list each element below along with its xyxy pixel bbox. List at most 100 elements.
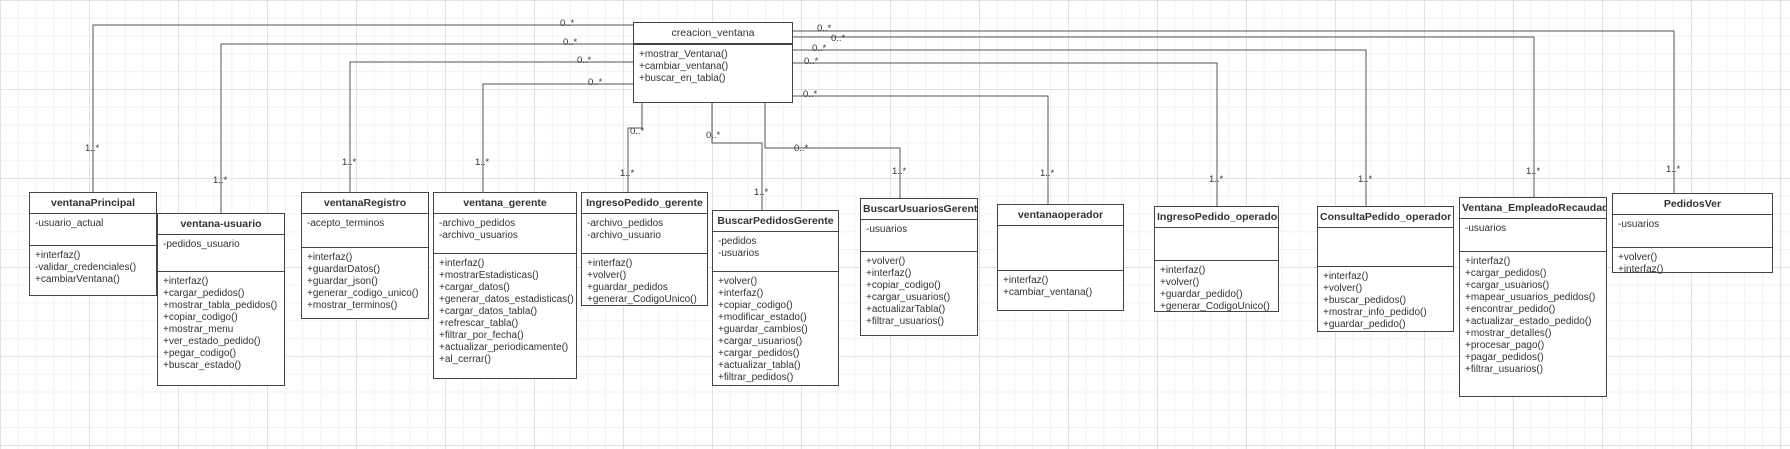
class-pedidos-ver[interactable]: PedidosVer -usuarios +volver() +interfaz… [1612, 193, 1773, 275]
multiplicity-source: 0..* [563, 37, 578, 48]
multiplicity-source: 0..* [630, 126, 645, 137]
operation: +generar_datos_estadisticas() [439, 294, 574, 305]
operation: +cambiar_ventana() [639, 61, 729, 72]
operation: +mostrar_terminos() [307, 300, 398, 311]
attribute: -usuarios [1618, 219, 1660, 230]
operation: +mostrar_detalles() [1465, 328, 1552, 339]
multiplicity-source: 0..* [812, 43, 827, 54]
operation: +volver() [718, 276, 758, 287]
class-ventana-registro[interactable]: ventanaRegistro -acepto_terminos +interf… [301, 192, 429, 319]
operation: +interfaz() [587, 258, 633, 269]
operation: +generar_CodigoUnico() [1160, 301, 1270, 312]
operation: +volver() [866, 256, 906, 267]
class-name: BuscarUsuariosGerente [861, 199, 977, 220]
operation: +interfaz() [718, 288, 764, 299]
class-operations: +volver() +interfaz() +copiar_codigo() +… [713, 272, 838, 388]
class-attributes: -pedidos -usuarios [713, 232, 838, 272]
operation: +interfaz() [1465, 256, 1511, 267]
attribute: -pedidos_usuario [163, 239, 240, 250]
attribute: -archivo_usuario [587, 230, 661, 241]
class-ingreso-pedido-gerente[interactable]: IngresoPedido_gerente -archivo_pedidos -… [581, 192, 708, 306]
multiplicity-target: 1..* [342, 157, 357, 168]
operation: +generar_codigo_unico() [307, 288, 419, 299]
operation: +cargar_usuarios() [866, 292, 951, 303]
operation: +filtrar_usuarios() [1465, 364, 1544, 375]
class-attributes: -acepto_terminos [302, 214, 428, 248]
multiplicity-target: 1..* [892, 166, 907, 177]
class-operations: +interfaz() -validar_credenciales() +cam… [30, 246, 156, 290]
operation: +interfaz() [1323, 271, 1369, 282]
class-name: ventana_gerente [434, 193, 576, 214]
multiplicity-source: 0..* [831, 33, 846, 44]
class-name: IngresoPedido_operador [1155, 207, 1278, 228]
operation: +filtrar_usuarios() [866, 316, 945, 327]
class-ventana-usuario[interactable]: ventana-usuario -pedidos_usuario +interf… [157, 213, 285, 386]
class-operations: +volver() +interfaz() +copiar_codigo() +… [861, 252, 977, 332]
operation: +mostrar_Ventana() [639, 49, 728, 60]
class-operations: +interfaz() +mostrarEstadisticas() +carg… [434, 254, 576, 370]
operation: +mostrarEstadisticas() [439, 270, 539, 281]
class-ventana-gerente[interactable]: ventana_gerente -archivo_pedidos -archiv… [433, 192, 577, 379]
class-name: ventana-usuario [158, 214, 284, 235]
class-ventana-principal[interactable]: ventanaPrincipal -usuario_actual +interf… [29, 192, 157, 296]
class-attributes [1155, 228, 1278, 261]
operation: +guardar_pedidos [587, 282, 668, 293]
operation: +actualizar_tabla() [718, 360, 801, 371]
multiplicity-target: 1..* [1666, 164, 1681, 175]
multiplicity-target: 1..* [1209, 174, 1224, 185]
class-buscar-pedidos-gerente[interactable]: BuscarPedidosGerente -pedidos -usuarios … [712, 210, 839, 386]
class-operations: +interfaz() +cargar_pedidos() +cargar_us… [1460, 252, 1606, 380]
multiplicity-source: 0..* [817, 23, 832, 34]
class-ventana-empleado-recaudador[interactable]: Ventana_EmpleadoRecaudador -usuarios +in… [1459, 197, 1607, 397]
class-attributes: -archivo_pedidos -archivo_usuario [582, 214, 707, 254]
operation: +interfaz() [866, 268, 912, 279]
class-operations: +interfaz() +volver() +guardar_pedido() … [1155, 261, 1278, 317]
class-creacion-ventana[interactable]: creacion_ventana +mostrar_Ventana() +cam… [633, 22, 793, 103]
attribute: -acepto_terminos [307, 218, 385, 229]
operation: +pagar_pedidos() [1465, 352, 1544, 363]
operation: +interfaz() [163, 276, 209, 287]
operation: +interfaz() [1618, 264, 1664, 275]
class-name: Ventana_EmpleadoRecaudador [1460, 198, 1606, 219]
operation: +refrescar_tabla() [439, 318, 519, 329]
operation: +interfaz() [439, 258, 485, 269]
multiplicity-target: 1..* [1526, 166, 1541, 177]
multiplicity-source: 0..* [588, 77, 603, 88]
multiplicity-source: 0..* [804, 56, 819, 67]
operation: +al_cerrar() [439, 354, 491, 365]
operation: +filtrar_pedidos() [718, 372, 794, 383]
operation: +cargar_datos_tabla() [439, 306, 538, 317]
class-buscar-usuarios-gerente[interactable]: BuscarUsuariosGerente -usuarios +volver(… [860, 198, 978, 336]
class-ventana-operador[interactable]: ventanaoperador +interfaz() +cambiar_ven… [997, 204, 1124, 311]
operation: +mostrar_menu [163, 324, 234, 335]
operation: +volver() [1160, 277, 1200, 288]
operation: +volver() [1323, 283, 1363, 294]
operation: +volver() [1618, 252, 1658, 263]
operation: +guardar_pedido() [1160, 289, 1243, 300]
operation: +cargar_datos() [439, 282, 510, 293]
multiplicity-source: 0..* [560, 18, 575, 29]
class-name: ventanaPrincipal [30, 193, 156, 214]
class-attributes: -archivo_pedidos -archivo_usuarios [434, 214, 576, 254]
multiplicity-source: 0..* [794, 143, 809, 154]
class-name: BuscarPedidosGerente [713, 211, 838, 232]
class-name: ventanaoperador [998, 205, 1123, 226]
class-attributes [634, 44, 792, 45]
operation: +mostrar_tabla_pedidos() [163, 300, 278, 311]
multiplicity-target: 1..* [213, 175, 228, 186]
class-operations: +volver() +interfaz() [1613, 248, 1772, 280]
operation: +interfaz() [1003, 275, 1049, 286]
class-consulta-pedido-operador[interactable]: ConsultaPedido_operador +interfaz() +vol… [1317, 206, 1454, 332]
operation: +buscar_pedidos() [1323, 295, 1407, 306]
operation: +buscar_estado() [163, 360, 242, 371]
class-ingreso-pedido-operador[interactable]: IngresoPedido_operador +interfaz() +volv… [1154, 206, 1279, 312]
multiplicity-target: 1..* [85, 143, 100, 154]
attribute: -usuarios [718, 248, 760, 259]
multiplicity-source: 0..* [803, 89, 818, 100]
operation: +actualizar_periodicamente() [439, 342, 569, 353]
operation: +buscar_en_tabla() [639, 73, 726, 84]
multiplicity-target: 1..* [1358, 174, 1373, 185]
class-attributes: -usuarios [1613, 215, 1772, 248]
operation: +modificar_estado() [718, 312, 807, 323]
operation: +cargar_pedidos() [163, 288, 245, 299]
